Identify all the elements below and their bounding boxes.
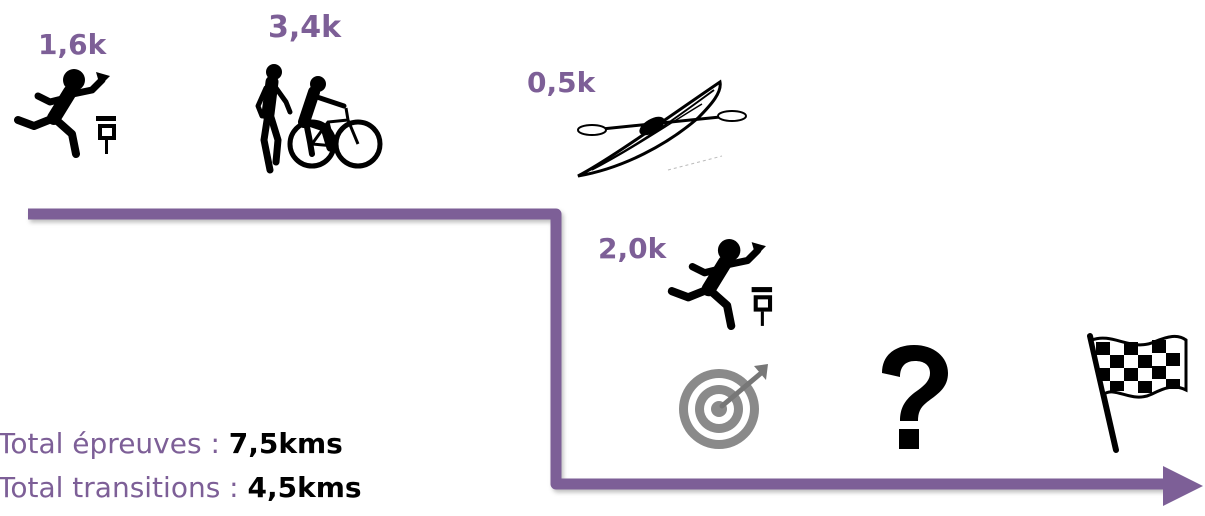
checkered-flag-icon [1082,328,1194,454]
transitions-total-label: Total transitions : [0,471,248,504]
transitions-total-line: Total transitions : 4,5kms [0,466,362,510]
question-mark-icon [872,343,956,453]
course-path-arrowhead [1163,466,1203,506]
events-total-label: Total épreuves : [0,427,229,460]
events-total-line: Total épreuves : 7,5kms [0,422,362,466]
run-bike-icon [250,62,385,178]
orienteering-runner-icon [660,238,785,330]
totals: Total épreuves : 7,5kms Total transition… [0,422,362,510]
orienteering-runner-icon [10,68,125,158]
leg-distance-2: 3,4k [268,10,341,45]
leg-distance-4: 2,0k [598,232,666,265]
leg-distance-1: 1,6k [38,28,106,61]
target-icon [672,362,784,452]
kayak-icon [572,78,752,182]
events-total-value: 7,5kms [229,427,343,460]
transitions-total-value: 4,5kms [248,471,362,504]
